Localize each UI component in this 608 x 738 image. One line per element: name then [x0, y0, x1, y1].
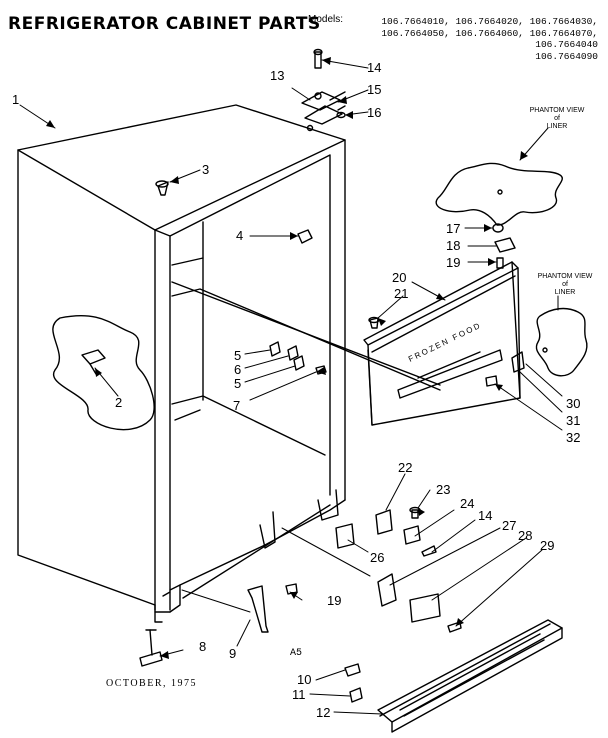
- phantom-label-line: LINER: [555, 289, 576, 296]
- page-title: REFRIGERATOR CABINET PARTS: [8, 14, 321, 34]
- callout-11: 11: [292, 687, 306, 702]
- callout-29: 29: [540, 538, 554, 553]
- phantom-label-line: PHANTOM VIEW: [538, 273, 593, 280]
- door-hinge-parts: [492, 223, 516, 269]
- shelf-supports: [269, 341, 327, 375]
- callout-20: 20: [392, 270, 406, 285]
- callout-17: 17: [446, 221, 460, 236]
- phantom-liner-2: [485, 307, 588, 387]
- callout-31: 31: [566, 413, 580, 428]
- callout-23: 23: [436, 482, 450, 497]
- callout-19a: 19: [446, 255, 460, 270]
- callout-1: 1: [12, 92, 19, 107]
- phantom-label-2: PHANTOM VIEW of LINER: [538, 273, 593, 296]
- callout-5a: 5: [234, 348, 241, 363]
- cabinet: [17, 104, 441, 623]
- models-label: Models:: [308, 14, 344, 25]
- callout-15: 15: [367, 82, 381, 97]
- callout-14b: 14: [478, 508, 492, 523]
- as-mark: A5: [290, 648, 303, 659]
- leader-lines: [19, 59, 563, 715]
- callout-7: 7: [233, 398, 240, 413]
- callout-27: 27: [502, 518, 516, 533]
- date-label: OCTOBER, 1975: [106, 678, 197, 689]
- callout-3: 3: [202, 162, 209, 177]
- callout-9: 9: [229, 646, 236, 661]
- callout-6: 6: [234, 362, 241, 377]
- leveling-leg: [139, 629, 163, 667]
- arrow-heads: [46, 57, 528, 659]
- callout-18: 18: [446, 238, 460, 253]
- phantom-label-line: LINER: [547, 123, 568, 130]
- phantom-label-line: of: [562, 281, 568, 288]
- screw-3: [155, 180, 169, 196]
- top-hinge: [301, 48, 346, 132]
- callout-13: 13: [270, 68, 284, 83]
- models-list: 106.7664010, 106.7664020, 106.7664030, 1…: [358, 16, 598, 62]
- callout-30: 30: [566, 396, 580, 411]
- model-line: 106.7664010, 106.7664020, 106.7664030,: [381, 16, 598, 27]
- phantom-label-1: PHANTOM VIEW of LINER: [530, 107, 585, 130]
- callout-22: 22: [398, 460, 412, 475]
- phantom-label-line: PHANTOM VIEW: [530, 107, 585, 114]
- callout-2: 2: [115, 395, 122, 410]
- freezer-door: [363, 261, 521, 426]
- callout-10: 10: [297, 672, 311, 687]
- screw-21: [368, 316, 380, 329]
- clip-4: [297, 229, 313, 244]
- callout-8: 8: [199, 639, 206, 654]
- callout-19b: 19: [327, 593, 341, 608]
- callout-28: 28: [518, 528, 532, 543]
- callout-4: 4: [236, 228, 243, 243]
- model-line: 106.7664090: [535, 50, 598, 62]
- model-line: 106.7664040: [535, 39, 598, 50]
- callouts: 1 2 3 4 5 6 5 7 8 9 10 11 12 13 14 15 16…: [12, 60, 580, 720]
- model-line: 106.7664050, 106.7664060, 106.7664070,: [381, 27, 598, 39]
- callout-14a: 14: [367, 60, 381, 75]
- callout-5b: 5: [234, 376, 241, 391]
- callout-12: 12: [316, 705, 330, 720]
- phantom-liner-1: [435, 162, 563, 226]
- kick-plate: [344, 619, 563, 733]
- callout-21: 21: [394, 286, 408, 301]
- callout-24: 24: [460, 496, 474, 511]
- part-2: [81, 349, 106, 375]
- callout-32: 32: [566, 430, 580, 445]
- callout-16: 16: [367, 105, 381, 120]
- phantom-label-line: of: [554, 115, 560, 122]
- callout-26: 26: [370, 550, 384, 565]
